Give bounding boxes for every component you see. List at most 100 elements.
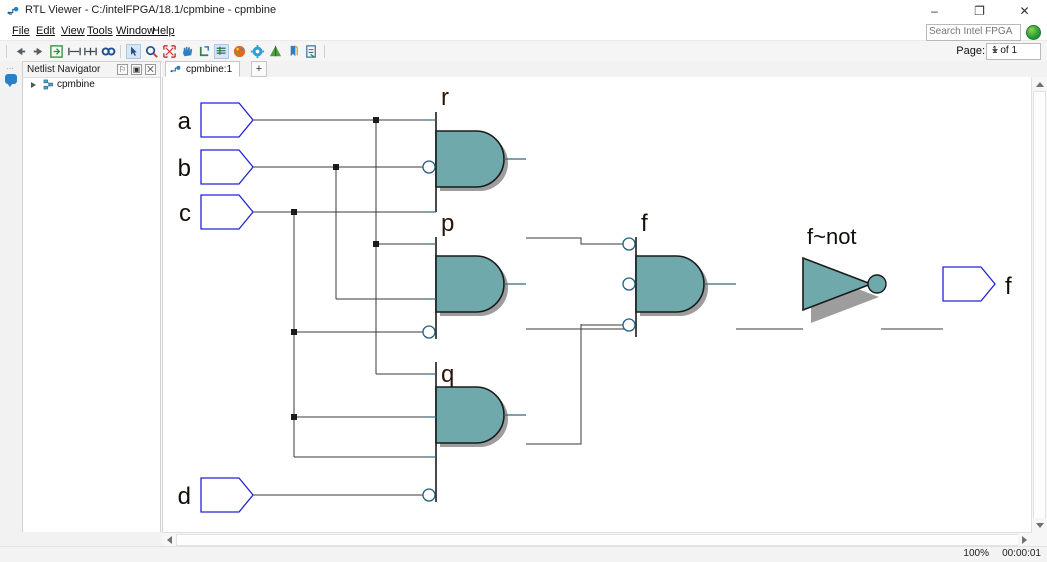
gate-q[interactable]: q	[422, 361, 526, 502]
netlist-tree: cpmbine	[23, 78, 160, 92]
inversion-bubble	[622, 318, 636, 332]
menu-edit[interactable]: Edit	[36, 25, 55, 37]
pan-hand-icon[interactable]	[180, 44, 195, 59]
hierarchy-icon[interactable]	[268, 44, 283, 59]
junction-dot	[291, 209, 297, 215]
input-port-d[interactable]: d	[178, 477, 254, 513]
menu-view[interactable]: View	[61, 25, 85, 37]
status-zoom-level: 100%	[963, 548, 989, 559]
netlist-navigator-header: Netlist Navigator ⚐ ▣ ⨉	[23, 62, 160, 78]
menu-tools[interactable]: Tools	[87, 25, 113, 37]
forward-icon[interactable]	[31, 44, 46, 59]
junction-dot	[333, 164, 339, 170]
input-port-c-label: c	[179, 200, 191, 227]
tab-label: cpmbine:1	[186, 64, 233, 75]
input-port-a-label: a	[178, 108, 192, 135]
float-panel-button[interactable]: ▣	[131, 64, 142, 75]
wire-r-to-f	[526, 237, 629, 245]
netlist-navigator-panel: Netlist Navigator ⚐ ▣ ⨉ cpmbine	[22, 61, 161, 541]
inversion-bubble	[422, 325, 436, 339]
tree-item-cpmbine[interactable]: cpmbine	[23, 78, 160, 92]
bookmark-icon[interactable]	[286, 44, 301, 59]
wire-q-to-f	[580, 324, 629, 444]
inversion-bubble	[422, 160, 436, 174]
search-box[interactable]	[926, 24, 1021, 41]
menu-bar: File Edit View Tools Window Help	[0, 22, 1047, 41]
fit-page-icon[interactable]	[83, 44, 98, 59]
gate-f-label: f	[641, 210, 648, 237]
color-palette-icon[interactable]	[232, 44, 247, 59]
pin-panel-button[interactable]: ⚐	[117, 64, 128, 75]
gate-r[interactable]: r	[422, 84, 526, 213]
horizontal-scrollbar[interactable]	[162, 532, 1047, 547]
rtl-viewer-icon	[7, 6, 19, 15]
hierarchy-node-icon	[43, 79, 53, 90]
zoom-fit-icon[interactable]	[162, 44, 177, 59]
input-port-a[interactable]: a	[178, 102, 254, 138]
schematic-canvas[interactable]: a b c d	[162, 77, 1047, 532]
inversion-bubble	[622, 237, 636, 251]
chevron-right-icon[interactable]	[31, 82, 36, 88]
junction-dot	[291, 329, 297, 335]
close-panel-button[interactable]: ⨉	[145, 64, 156, 75]
zoom-icon[interactable]	[144, 44, 159, 59]
input-ports: a b c d	[178, 102, 254, 513]
output-port-f-label: f	[1005, 273, 1012, 300]
page-value: 1 of 1	[992, 45, 1018, 56]
horizontal-scroll-thumb[interactable]	[176, 534, 1031, 546]
gate-p-label: p	[441, 210, 454, 237]
fit-horizontal-icon[interactable]	[67, 44, 82, 59]
refresh-icon[interactable]	[49, 44, 64, 59]
window-title: RTL Viewer - C:/intelFPGA/18.1/cpmbine -…	[25, 4, 277, 16]
menu-help[interactable]: Help	[152, 25, 175, 37]
find-icon[interactable]	[101, 44, 116, 59]
scroll-right-arrow-icon[interactable]	[1018, 533, 1032, 547]
drag-handle-dots[interactable]: ⋯	[6, 64, 15, 73]
filter-icon[interactable]	[214, 44, 229, 59]
toolbar-separator	[6, 45, 7, 58]
tab-strip: cpmbine:1 +	[162, 61, 1047, 78]
export-icon[interactable]	[304, 44, 319, 59]
gate-f-not[interactable]: f~not	[802, 224, 887, 323]
inversion-bubble	[867, 274, 887, 294]
back-icon[interactable]	[13, 44, 28, 59]
inversion-bubble	[622, 277, 636, 291]
scroll-left-arrow-icon[interactable]	[162, 533, 176, 547]
output-port-f[interactable]: f	[942, 266, 1012, 302]
title-bar: RTL Viewer - C:/intelFPGA/18.1/cpmbine -…	[0, 0, 1047, 23]
scroll-up-arrow-icon[interactable]	[1032, 77, 1047, 91]
junction-dot	[291, 414, 297, 420]
vertical-scroll-thumb[interactable]	[1033, 91, 1046, 531]
scroll-down-arrow-icon[interactable]	[1032, 518, 1047, 532]
toolbar	[0, 41, 1047, 62]
select-arrow-icon[interactable]	[126, 44, 141, 59]
gate-r-label: r	[441, 84, 449, 111]
page-selector[interactable]: 1 of 1	[986, 43, 1041, 60]
probe-icon[interactable]	[197, 44, 212, 59]
gate-f[interactable]: f	[622, 210, 736, 337]
message-bubble-icon[interactable]	[5, 74, 17, 87]
scroll-corner	[1032, 532, 1047, 546]
gate-p[interactable]: p	[422, 210, 526, 339]
settings-gear-icon[interactable]	[250, 44, 265, 59]
input-port-b[interactable]: b	[178, 149, 254, 185]
status-bar: 100% 00:00:01	[0, 546, 1047, 562]
add-tab-button[interactable]: +	[251, 61, 267, 77]
vertical-scrollbar[interactable]	[1031, 77, 1047, 532]
netlist-navigator-title: Netlist Navigator	[27, 64, 101, 75]
globe-icon[interactable]	[1026, 25, 1041, 40]
close-button[interactable]: ✕	[1019, 4, 1030, 18]
search-input[interactable]	[927, 25, 1020, 38]
gate-f-not-label: f~not	[807, 224, 857, 249]
menu-window[interactable]: Window	[116, 25, 156, 37]
minimize-button[interactable]: –	[931, 4, 938, 18]
maximize-button[interactable]: ❐	[974, 4, 985, 18]
tab-cpmbine-1[interactable]: cpmbine:1	[165, 61, 241, 77]
input-port-c[interactable]: c	[179, 194, 254, 230]
junction-dot	[373, 117, 379, 123]
schematic-drawing: a b c d	[178, 84, 1012, 513]
wire-q-seg1	[526, 324, 582, 445]
menu-file[interactable]: File	[12, 25, 30, 37]
tree-item-label: cpmbine	[57, 79, 95, 90]
